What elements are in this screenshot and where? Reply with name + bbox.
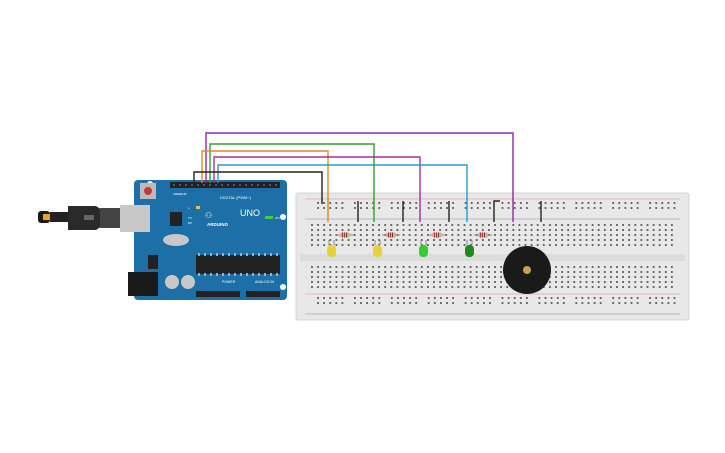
buzzer-center (523, 266, 531, 274)
analog-header[interactable] (246, 291, 280, 297)
wire-orange-led1[interactable] (201, 150, 329, 222)
rx-label: RX (188, 221, 192, 225)
power-label: POWER (222, 280, 236, 284)
resistor-2 (382, 232, 400, 238)
tx-label: TX (188, 216, 192, 220)
usb-cable[interactable] (38, 206, 120, 230)
ground-jumpers[interactable] (357, 200, 542, 222)
usb-port[interactable] (120, 205, 150, 232)
led-yellow-1[interactable] (327, 240, 336, 257)
analog-label: ANALOG IN (255, 280, 275, 284)
wire-purple-buzzer[interactable] (205, 132, 514, 222)
wire-blue-led4[interactable] (217, 164, 468, 222)
atmega-chip (196, 255, 280, 274)
breadboard[interactable] (295, 192, 690, 321)
leds[interactable] (327, 240, 474, 257)
arduino-uno-board[interactable]: DIGITAL (PWM~) AREF GND ⚇ ARDUINO UNO L … (120, 180, 287, 300)
usb-logo-icon (84, 215, 94, 220)
led-yellow-2[interactable] (373, 240, 382, 257)
piezo-buzzer[interactable] (503, 246, 551, 294)
resistor-4 (474, 232, 492, 238)
led-green-1[interactable] (419, 240, 428, 257)
led-green-2[interactable] (465, 240, 474, 257)
brand-text: ARDUINO (207, 222, 228, 227)
power-header[interactable] (196, 291, 240, 297)
wire-black-gnd[interactable] (193, 171, 323, 204)
wire-green-led2[interactable] (209, 143, 375, 222)
resistor-1 (336, 232, 354, 238)
digital-label: DIGITAL (PWM~) (220, 195, 252, 200)
power-jack[interactable] (128, 272, 158, 296)
l-led-icon (196, 206, 200, 209)
resistors[interactable] (336, 232, 492, 238)
wire-magenta-led3[interactable] (213, 156, 421, 222)
on-label: ON (275, 216, 280, 220)
aref-label: AREF (173, 192, 181, 196)
l-label: L (188, 206, 190, 210)
digital-header[interactable] (170, 182, 280, 188)
arduino-logo-icon: ⚇ (205, 211, 212, 220)
gnd-label: GND (180, 192, 188, 196)
wires[interactable] (193, 132, 514, 222)
model-text: UNO (240, 208, 260, 218)
on-led-icon (265, 216, 273, 219)
resistor-3 (428, 232, 446, 238)
center-channel (300, 254, 685, 261)
